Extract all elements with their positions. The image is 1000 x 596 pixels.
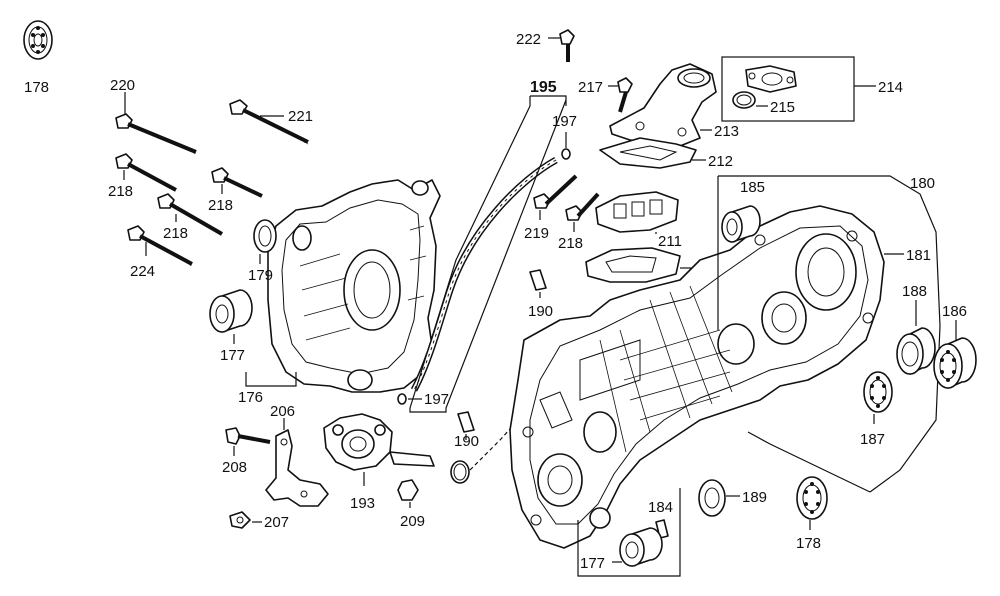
bolt-217 <box>617 77 633 113</box>
left-crankcase-cover <box>267 179 441 393</box>
label-206: 206 <box>270 403 295 420</box>
label-220: 220 <box>110 77 135 94</box>
bearing-187 <box>863 371 893 413</box>
label-215: 215 <box>770 99 795 116</box>
label-221: 221 <box>288 108 313 125</box>
dowel-190-left <box>457 411 475 433</box>
label-222: 222 <box>516 31 541 48</box>
label-211: 211 <box>658 233 682 250</box>
label-213: 213 <box>714 123 739 140</box>
label-184: 184 <box>648 499 673 516</box>
clip-207 <box>229 511 251 529</box>
clip-197-bottom <box>397 393 407 405</box>
label-224: 224 <box>130 263 155 280</box>
label-218-d: 218 <box>558 235 583 252</box>
label-177-bottom: 177 <box>580 555 605 572</box>
label-218-c: 218 <box>163 225 188 242</box>
label-197-top: 197 <box>552 113 577 130</box>
dowel-190-center <box>529 269 547 291</box>
intake-manifold-213 <box>609 63 717 147</box>
oil-seal-189 <box>698 479 726 517</box>
oil-seal-179 <box>253 219 277 253</box>
bushing-185 <box>721 205 761 243</box>
bearing-177-bottom <box>619 527 663 567</box>
bolt-218-b <box>211 167 263 198</box>
label-217: 217 <box>578 79 603 96</box>
bolt-221 <box>229 99 309 145</box>
label-212: 212 <box>708 153 733 170</box>
label-187: 187 <box>860 431 885 448</box>
oring-seal <box>450 460 470 484</box>
label-180: 180 <box>910 175 935 192</box>
bolt-222 <box>559 29 575 62</box>
bolt-220 <box>115 113 197 155</box>
label-185: 185 <box>740 179 765 196</box>
bearing-177-left <box>209 289 253 333</box>
label-176: 176 <box>238 389 263 406</box>
label-179: 179 <box>248 267 273 284</box>
bolt-208 <box>225 427 271 445</box>
bolt-218-c <box>157 193 223 236</box>
bolt-224 <box>127 225 193 267</box>
bearing-188 <box>896 327 936 375</box>
bearing-178-bottom <box>796 476 828 520</box>
label-218-b: 218 <box>208 197 233 214</box>
nut-209 <box>397 479 419 501</box>
label-190-left: 190 <box>454 433 479 450</box>
label-218-a: 218 <box>108 183 133 200</box>
bolt-218-a <box>115 153 177 192</box>
label-178-top: 178 <box>24 79 49 96</box>
label-195: 195 <box>530 79 557 96</box>
label-208: 208 <box>222 459 247 476</box>
bearing-178-top <box>23 20 53 60</box>
label-189: 189 <box>742 489 767 506</box>
bearing-186 <box>933 337 977 389</box>
label-190-center: 190 <box>528 303 553 320</box>
label-181: 181 <box>906 247 931 264</box>
label-197-bottom: 197 <box>424 391 449 408</box>
label-177-left: 177 <box>220 347 245 364</box>
label-188: 188 <box>902 283 927 300</box>
right-crankcase <box>509 205 885 549</box>
reed-gasket-210 <box>585 247 681 283</box>
bolt-218-d <box>565 192 600 221</box>
oil-pump-193 <box>323 413 435 471</box>
label-207: 207 <box>264 514 289 531</box>
label-193: 193 <box>350 495 375 512</box>
label-209: 209 <box>400 513 425 530</box>
label-214: 214 <box>878 79 903 96</box>
bolt-219 <box>533 174 578 209</box>
flange-gasket-214-group <box>721 56 855 122</box>
label-186: 186 <box>942 303 967 320</box>
bracket-206 <box>265 429 329 507</box>
label-219: 219 <box>524 225 549 242</box>
gasket-212 <box>599 137 697 169</box>
label-178-bottom: 178 <box>796 535 821 552</box>
reed-valve-211 <box>595 191 679 233</box>
clip-197-top <box>561 148 571 160</box>
